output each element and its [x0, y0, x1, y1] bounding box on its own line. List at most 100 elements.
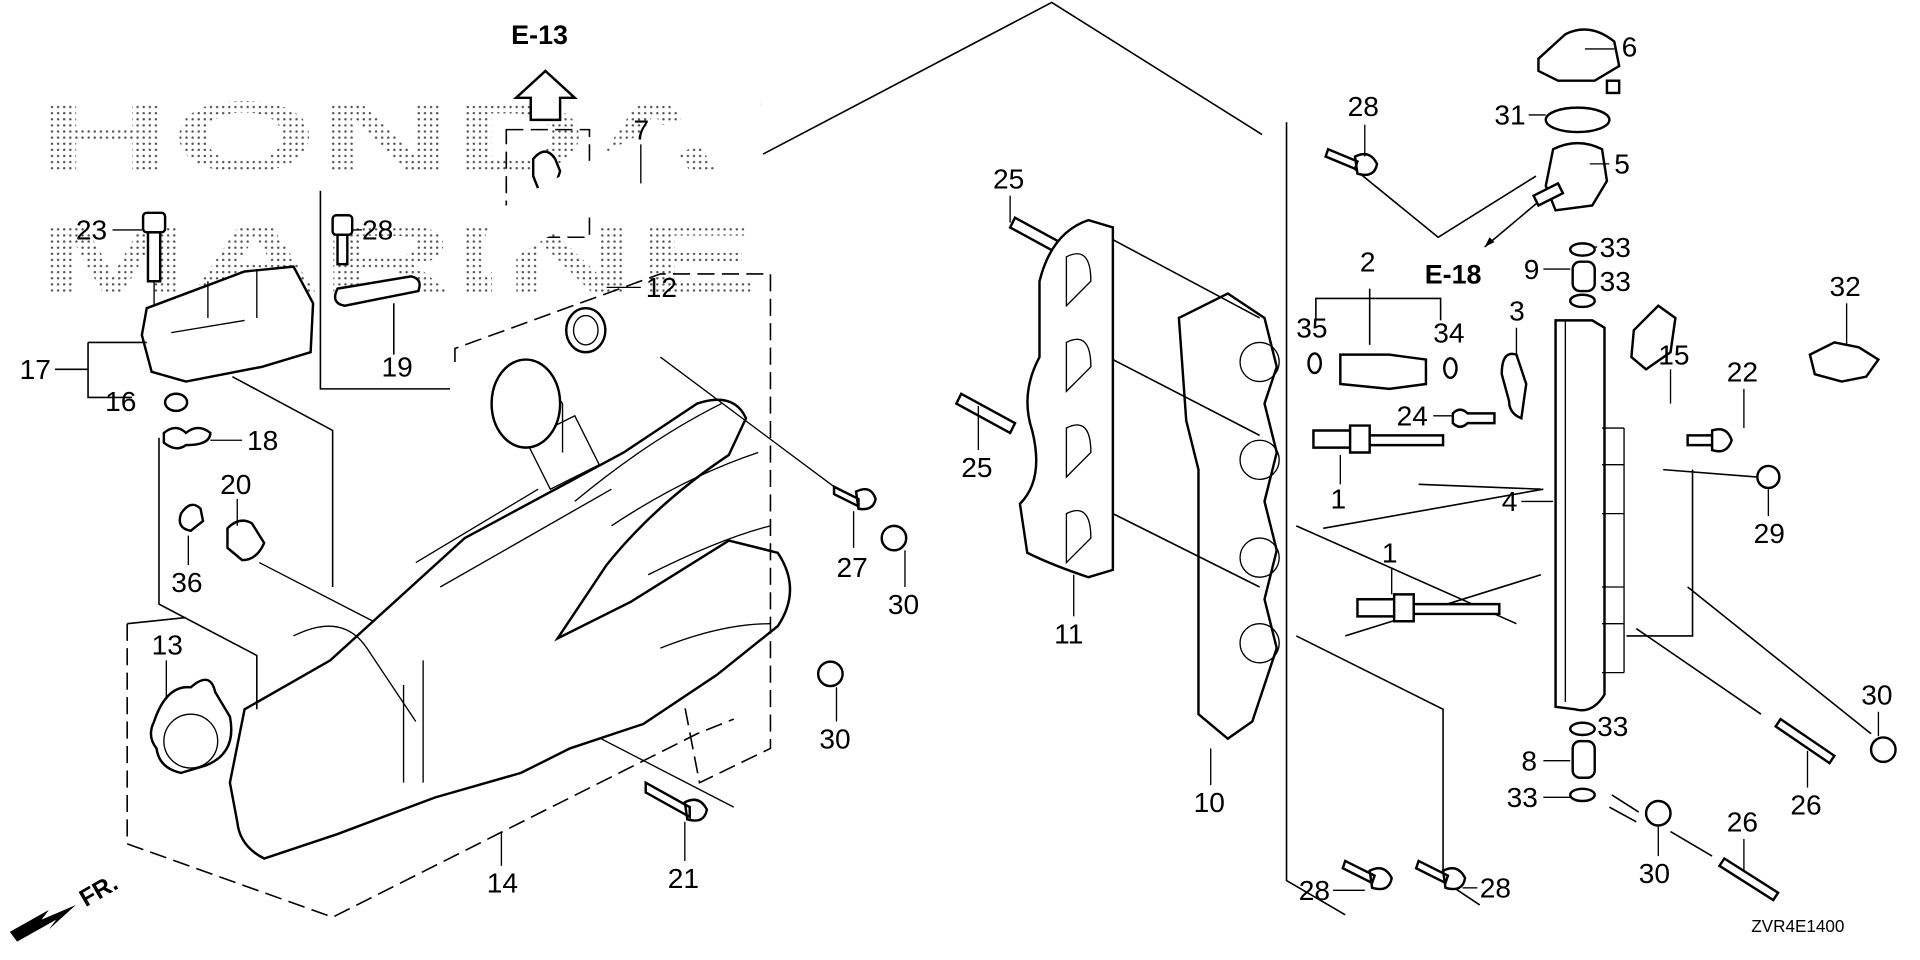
callout-30[interactable]: 30: [819, 723, 850, 754]
callout-11[interactable]: 11: [1054, 618, 1083, 649]
gasket-18: [162, 426, 212, 450]
callout-28[interactable]: 28: [1348, 91, 1379, 122]
callout-7[interactable]: 7: [633, 114, 649, 145]
washer-33-b: [1569, 293, 1596, 309]
bolt-28-left: [331, 214, 354, 266]
washer-35: [1307, 352, 1322, 375]
gasket-11: [1018, 218, 1115, 579]
pressure-regulator-6: [1537, 28, 1621, 82]
callout-3[interactable]: 3: [1509, 295, 1525, 326]
callout-8[interactable]: 8: [1521, 745, 1537, 776]
callout-30[interactable]: 30: [1861, 679, 1892, 710]
bolt-22: [1686, 428, 1733, 453]
bolt-28-bottom-a: [1341, 859, 1393, 891]
plug-36: [178, 503, 205, 533]
seal-8: [1571, 739, 1596, 780]
callout-26[interactable]: 26: [1790, 789, 1821, 820]
washer-34: [1443, 357, 1458, 380]
reference-e18[interactable]: E-18: [1425, 195, 1547, 290]
fuel-rail-4: [1554, 319, 1606, 712]
callout-25[interactable]: 25: [993, 163, 1024, 194]
drawing-code: ZVR4E1400: [1751, 917, 1844, 936]
washer-33-a: [1569, 242, 1596, 257]
callout-32[interactable]: 32: [1830, 271, 1861, 302]
leader-17: [55, 341, 147, 399]
nut-30-a: [880, 524, 908, 552]
front-label: FR.: [75, 870, 123, 913]
callout-18[interactable]: 18: [247, 425, 278, 456]
callout-28[interactable]: 28: [362, 215, 393, 246]
intake-manifold: [228, 358, 792, 860]
callout-36[interactable]: 36: [171, 567, 202, 598]
reference-e13-label[interactable]: E-13: [511, 20, 568, 50]
callout-24[interactable]: 24: [1397, 401, 1428, 432]
callout-9[interactable]: 9: [1524, 254, 1540, 285]
e18-arrowhead-icon: [1484, 237, 1495, 248]
callout-2[interactable]: 2: [1360, 246, 1376, 277]
bolt-23: [141, 211, 167, 321]
front-indicator: FR.: [9, 870, 123, 942]
stud-26-b: [1717, 856, 1780, 902]
stud-1-a: [1312, 424, 1445, 454]
callout-19[interactable]: 19: [382, 352, 413, 383]
callout-27[interactable]: 27: [836, 552, 867, 583]
callout-33[interactable]: 33: [1597, 711, 1628, 742]
callout-25[interactable]: 25: [961, 452, 992, 483]
nut-30-b: [816, 660, 844, 688]
gasket-13: [149, 678, 233, 775]
callout-22[interactable]: 22: [1727, 357, 1758, 388]
callout-20[interactable]: 20: [220, 469, 251, 500]
callout-12[interactable]: 12: [646, 272, 677, 303]
grommet-20: [226, 519, 266, 562]
callout-33[interactable]: 33: [1507, 782, 1538, 813]
damper-5: [1544, 141, 1609, 212]
callout-13[interactable]: 13: [152, 629, 183, 660]
callout-17[interactable]: 17: [20, 354, 51, 385]
washer-33-d: [1569, 787, 1596, 803]
bracket-19: [333, 275, 421, 307]
bolt-28-top: [1324, 147, 1379, 177]
callout-29[interactable]: 29: [1754, 518, 1785, 549]
callout-28[interactable]: 28: [1480, 873, 1511, 904]
iac-valve: [140, 265, 315, 383]
callouts: 23 28 7 17 16 18 19 12 20 36 13 14 21 27…: [20, 31, 1893, 906]
callout-14[interactable]: 14: [487, 868, 518, 899]
callout-5[interactable]: 5: [1614, 149, 1630, 180]
bolt-28-bottom-b: [1414, 859, 1467, 891]
stud-1-b: [1356, 593, 1501, 623]
callout-30[interactable]: 30: [1639, 858, 1670, 889]
callout-1[interactable]: 1: [1382, 538, 1398, 569]
cap-32: [1808, 341, 1881, 383]
bolt-27: [832, 484, 877, 511]
callout-10[interactable]: 10: [1194, 787, 1225, 818]
callout-16[interactable]: 16: [105, 386, 136, 417]
reference-e18-label[interactable]: E-18: [1425, 260, 1482, 290]
callout-35[interactable]: 35: [1296, 313, 1327, 344]
callout-15[interactable]: 15: [1658, 339, 1689, 370]
callout-23[interactable]: 23: [76, 215, 107, 246]
callout-6[interactable]: 6: [1622, 31, 1638, 62]
seal-9: [1571, 260, 1596, 293]
manifold-box-line: [454, 273, 772, 784]
leader-line: [762, 1, 1263, 155]
callout-28[interactable]: 28: [1299, 875, 1330, 906]
callout-34[interactable]: 34: [1433, 317, 1464, 348]
callout-21[interactable]: 21: [668, 863, 699, 894]
manifold-box-bottom: [126, 623, 735, 919]
callout-4[interactable]: 4: [1502, 486, 1518, 517]
callout-33[interactable]: 33: [1600, 232, 1631, 263]
injector-base-10: [1177, 292, 1279, 741]
callout-26[interactable]: 26: [1727, 807, 1758, 838]
front-arrow-icon: [9, 904, 76, 942]
nut-29: [1756, 464, 1781, 490]
oring-12: [564, 306, 607, 354]
callout-1[interactable]: 1: [1331, 484, 1347, 515]
callout-31[interactable]: 31: [1494, 100, 1525, 131]
callout-30[interactable]: 30: [888, 589, 919, 620]
callout-33[interactable]: 33: [1600, 266, 1631, 297]
stud-25-b: [954, 392, 1017, 435]
up-arrow-icon: [512, 69, 578, 122]
injector-2: [1339, 353, 1428, 391]
bolt-21: [644, 780, 709, 822]
